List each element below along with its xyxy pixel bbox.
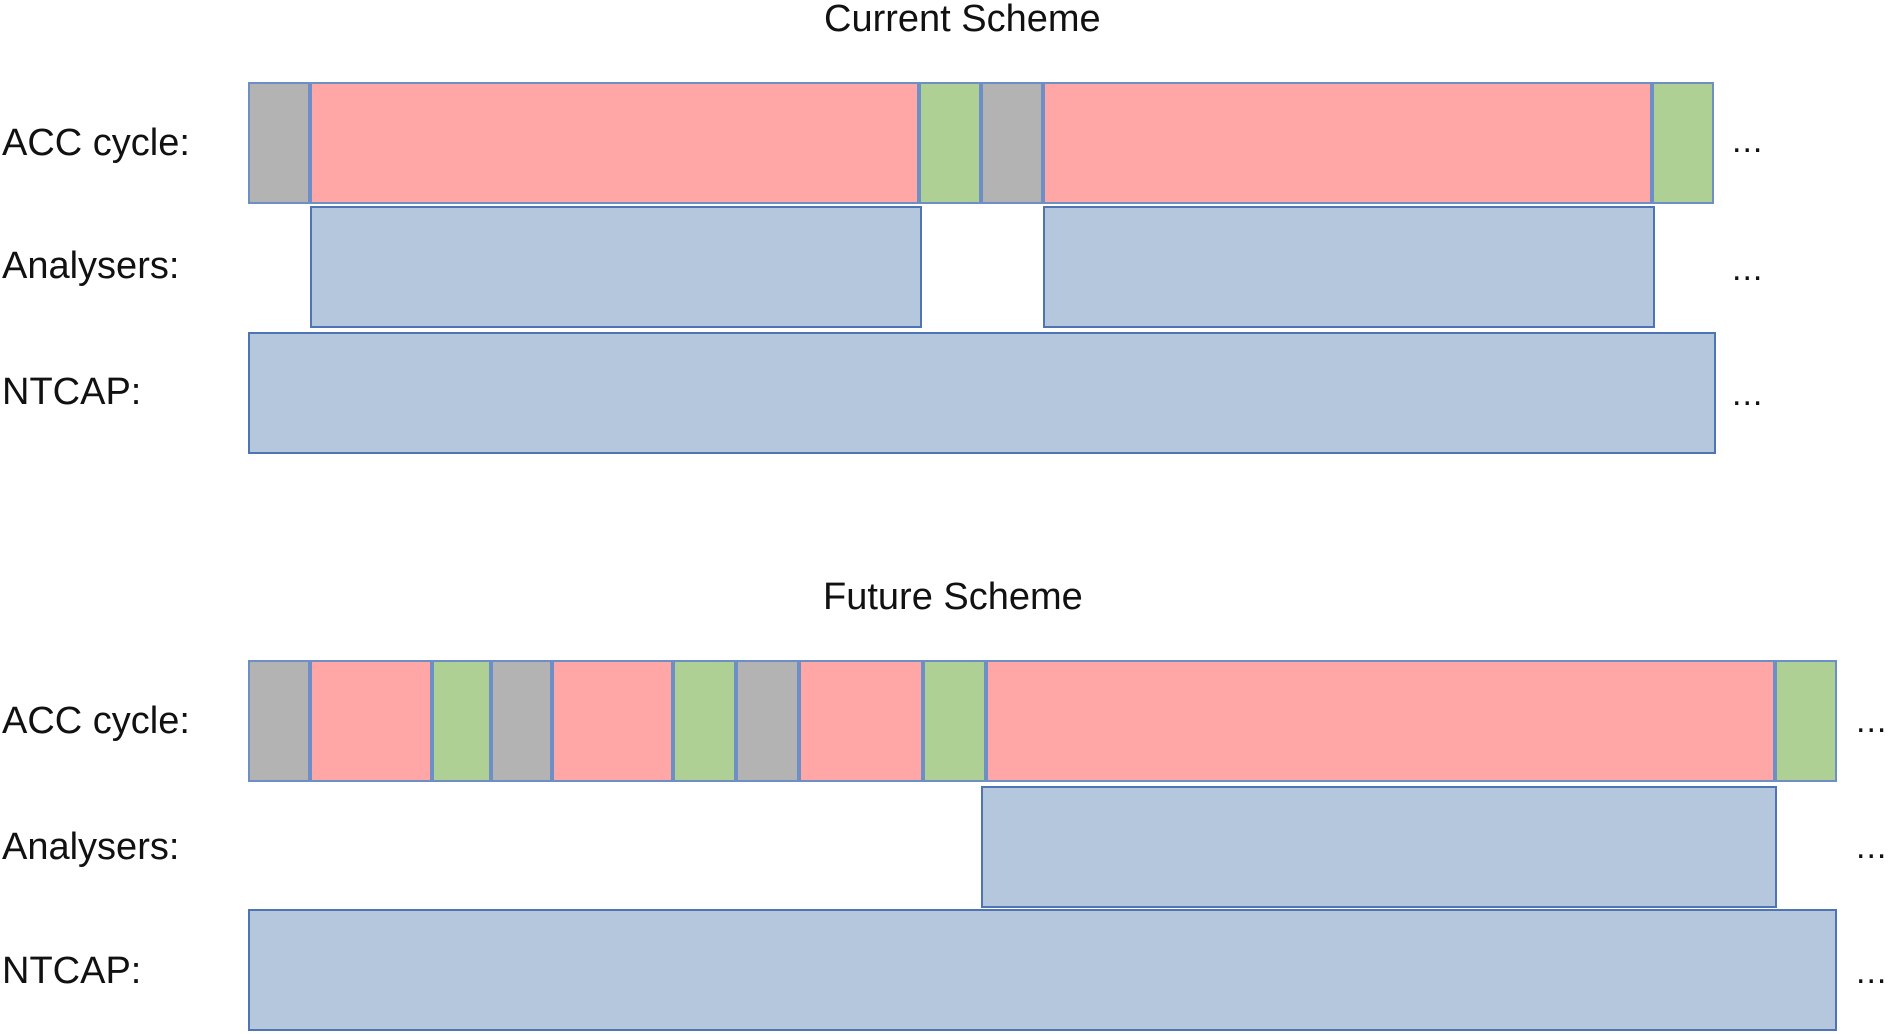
- current-acc-setup-block-1: [248, 82, 310, 204]
- future-acc-readout-block-3: [923, 660, 986, 782]
- future-ntcap-label: NTCAP:: [2, 950, 142, 992]
- current-acc-accumulation-block-2: [1043, 82, 1652, 204]
- current-acc-cycle-label: ACC cycle:: [2, 122, 190, 164]
- future-acc-cycle-label: ACC cycle:: [2, 700, 190, 742]
- current-acc-accumulation-block-1: [310, 82, 919, 204]
- future-analysers-label: Analysers:: [2, 826, 180, 868]
- current-acc-setup-block-2: [981, 82, 1043, 204]
- current-acc-cycle-ellipsis: ...: [1732, 122, 1764, 160]
- current-analysers-block-2: [1043, 206, 1655, 328]
- current-ntcap-block: [248, 332, 1716, 454]
- current-analysers-ellipsis: ...: [1732, 250, 1764, 288]
- future-acc-accumulation-block-3: [799, 660, 923, 782]
- future-acc-accumulation-block-2: [552, 660, 673, 782]
- future-ntcap-block: [248, 909, 1837, 1031]
- current-analysers-block-1: [310, 206, 922, 328]
- future-acc-accumulation-block-4: [986, 660, 1775, 782]
- future-ntcap-ellipsis: ...: [1856, 953, 1888, 991]
- current-ntcap-label: NTCAP:: [2, 371, 142, 413]
- future-analysers-block: [981, 786, 1777, 908]
- current-scheme-title: Current Scheme: [824, 0, 1101, 40]
- future-acc-setup-block-3: [736, 660, 799, 782]
- current-acc-readout-block-2: [1652, 82, 1714, 204]
- future-acc-setup-block-2: [491, 660, 552, 782]
- future-acc-readout-block-1: [432, 660, 491, 782]
- future-scheme-title: Future Scheme: [823, 576, 1083, 618]
- current-analysers-label: Analysers:: [2, 245, 180, 287]
- future-acc-readout-block-4: [1775, 660, 1837, 782]
- future-analysers-ellipsis: ...: [1856, 828, 1888, 866]
- future-acc-setup-block-1: [248, 660, 310, 782]
- future-acc-readout-block-2: [673, 660, 736, 782]
- future-acc-accumulation-block-1: [310, 660, 432, 782]
- current-acc-readout-block-1: [919, 82, 981, 204]
- current-ntcap-ellipsis: ...: [1732, 375, 1764, 413]
- future-acc-cycle-ellipsis: ...: [1856, 702, 1888, 740]
